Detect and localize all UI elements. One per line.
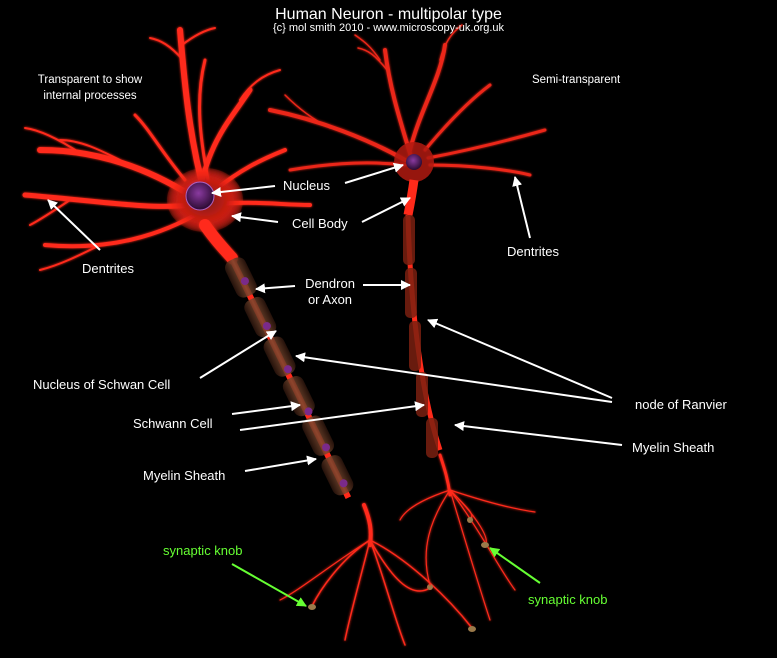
myelin-segment [282, 376, 315, 417]
arrow-nucleus-left [211, 185, 276, 197]
right-nucleus [406, 154, 422, 170]
arrow-schwann-nucleus [199, 330, 277, 379]
myelin-segment [409, 321, 421, 371]
arrow-node-ranvier-2 [427, 318, 613, 399]
arrow-node-ranvier-1 [295, 352, 613, 403]
label-synaptic-left: synaptic knob [163, 543, 243, 558]
synaptic-arrows [231, 547, 541, 607]
arrow-myelin-left [244, 455, 317, 472]
label-cell-body: Cell Body [292, 216, 348, 231]
myelin-segment [263, 336, 296, 377]
schwann-nucleus [262, 322, 271, 331]
left-synaptic-knobs [308, 584, 476, 632]
left-axon [225, 253, 354, 499]
left-neuron [22, 27, 312, 271]
label-dendron-line2: or Axon [307, 292, 353, 307]
left-nucleus [185, 181, 215, 211]
schwann-nucleus [304, 407, 313, 416]
arrow-schwann-cell-1 [231, 401, 301, 415]
credit-line: {c} mol smith 2010 - www.microscopy-uk.o… [272, 22, 505, 34]
arrow-cellbody-left [231, 212, 279, 223]
arrow-dendron-left [255, 283, 296, 294]
right-terminals [399, 453, 536, 621]
right-synaptic-knobs [467, 517, 489, 548]
left-panel-caption-line1: Transparent to show [37, 74, 143, 86]
myelin-segment [426, 418, 438, 458]
right-neuron [268, 24, 547, 177]
right-axon-hillock [403, 179, 419, 216]
left-terminals [279, 503, 473, 646]
schwann-nucleus [240, 277, 249, 286]
schwann-nucleus [322, 443, 331, 452]
arrow-nucleus-right [344, 162, 404, 184]
left-axon-hillock [199, 219, 238, 264]
label-nucleus-schwann: Nucleus of Schwan Cell [33, 377, 171, 392]
left-panel-caption: Transparent to show internal processes [30, 72, 150, 104]
arrow-cellbody-right [361, 197, 411, 223]
label-node-ranvier: node of Ranvier [635, 397, 727, 412]
myelin-segment [403, 215, 415, 265]
myelin-segment [225, 257, 257, 298]
schwann-nucleus [339, 479, 348, 488]
arrow-synaptic-left [231, 563, 307, 607]
label-synaptic-right: synaptic knob [528, 592, 608, 607]
label-dendron: Dendron or Axon [290, 276, 370, 308]
arrow-synaptic-right [489, 547, 541, 584]
diagram-title: Human Neuron - multipolar type [275, 6, 502, 23]
myelin-segment [405, 268, 417, 318]
myelin-segment [416, 372, 428, 417]
label-dendron-line1: Dendron [305, 276, 355, 291]
arrow-dendrites-left [47, 199, 101, 251]
label-myelin-right: Myelin Sheath [632, 440, 715, 455]
label-schwann-cell: Schwann Cell [133, 416, 213, 431]
right-panel-caption: Semi-transparent [532, 74, 621, 86]
label-arrows [47, 162, 623, 472]
label-dendrites-right: Dentrites [507, 244, 560, 259]
left-dendrites [22, 27, 312, 271]
arrow-myelin-right [454, 421, 623, 446]
right-axon [403, 214, 443, 458]
arrow-schwann-cell-2 [239, 401, 425, 431]
label-myelin-left: Myelin Sheath [143, 468, 226, 483]
label-nucleus: Nucleus [283, 178, 330, 193]
left-panel-caption-line2: internal processes [43, 90, 137, 102]
arrow-dendrites-right [512, 176, 531, 239]
label-dendrites-left: Dentrites [82, 261, 135, 276]
schwann-nucleus [283, 365, 292, 374]
myelin-segment [321, 455, 354, 496]
